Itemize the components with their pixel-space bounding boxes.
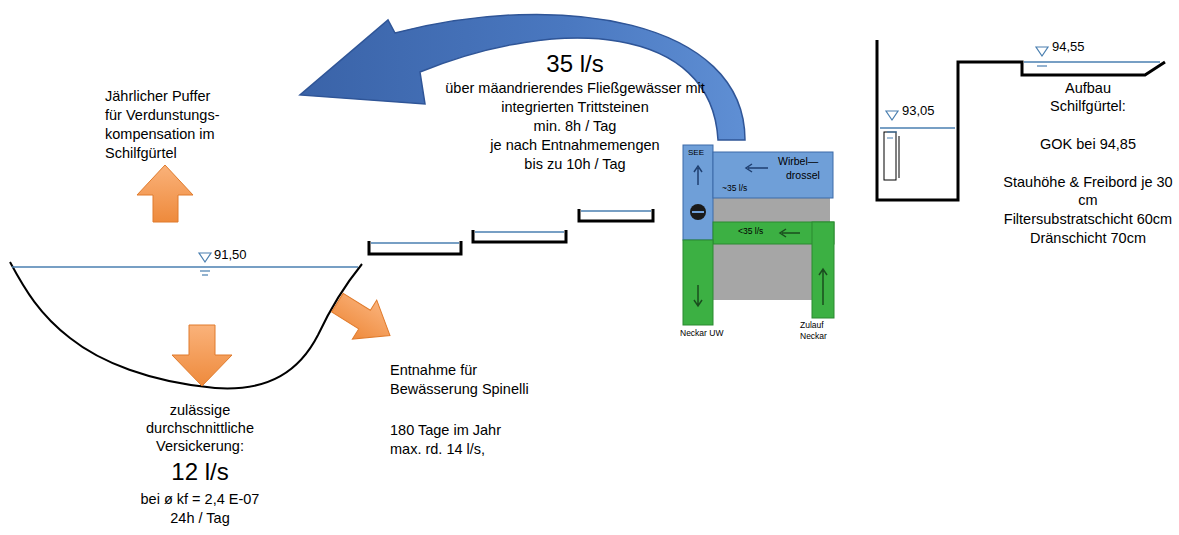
water-level-symbol <box>199 253 211 275</box>
structure-label: Neckar UW <box>680 329 723 339</box>
structure-label: Wirbel— <box>778 155 818 167</box>
reed-bed-note: Aufbau <box>1065 80 1111 97</box>
reed-bed-note: Filtersubstratschicht 60cm <box>1004 211 1172 228</box>
lake-water-line <box>12 266 358 268</box>
flow-arrow <box>300 14 745 140</box>
buffer-arrow <box>137 165 193 222</box>
flow-rate: 35 l/s <box>546 50 603 78</box>
reed-bed-note: Stauhöhe & Freibord je 30 <box>1003 174 1172 191</box>
flow-label: <35 l/s <box>738 227 763 237</box>
structure-label: Zulauf <box>800 321 824 331</box>
structure-label: SEE <box>688 148 704 157</box>
withdrawal-note: Bewässerung Spinelli <box>390 381 529 398</box>
reed-bed-note: cm <box>1078 192 1097 209</box>
outlet-structure <box>683 145 834 325</box>
seepage-arrow <box>172 325 232 386</box>
buffer-note: Jährlicher Puffer <box>105 88 210 105</box>
structure-label: Neckar <box>800 332 827 342</box>
flow-note: integrierten Trittsteinen <box>501 99 649 116</box>
step-basins <box>369 209 653 254</box>
buffer-note: Schilfgürtel <box>105 145 177 162</box>
reed-bed-note: Dränschicht 70cm <box>1030 230 1146 247</box>
flow-note: über mäandrierendes Fließgewässer mit <box>445 80 705 97</box>
reed-bed-note: GOK bei 94,85 <box>1040 136 1136 153</box>
seepage-note: durchschnittliche <box>146 420 254 437</box>
water-level: 91,50 <box>214 248 247 263</box>
water-level: 94,55 <box>1052 40 1085 55</box>
seepage-note: zulässige <box>170 402 230 419</box>
seepage-note: bei ø kf = 2,4 E-07 <box>141 491 260 508</box>
flow-note: bis zu 10h / Tag <box>524 156 625 173</box>
water-level: 93,05 <box>902 104 935 119</box>
withdrawal-note: 180 Tage im Jahr <box>390 422 501 439</box>
structure-label: drossel <box>786 169 820 181</box>
flow-note: min. 8h / Tag <box>534 118 617 135</box>
buffer-note: kompensation im <box>105 126 215 143</box>
water-level-symbol <box>886 47 1048 132</box>
flow-label: ~35 l/s <box>722 184 747 194</box>
flow-note: je nach Entnahmemengen <box>490 137 659 154</box>
seepage-note: Versickerung: <box>156 438 244 455</box>
withdrawal-note: max. rd. 14 l/s, <box>390 441 485 458</box>
lake-basin <box>10 262 362 388</box>
buffer-note: für Verdunstungs- <box>105 107 219 124</box>
seepage-note: 24h / Tag <box>170 510 229 527</box>
withdrawal-note: Entnahme für <box>390 362 477 379</box>
seepage-rate: 12 l/s <box>171 458 228 486</box>
withdrawal-arrow <box>325 283 402 355</box>
reed-bed-note: Schilfgürtel: <box>1050 98 1126 115</box>
